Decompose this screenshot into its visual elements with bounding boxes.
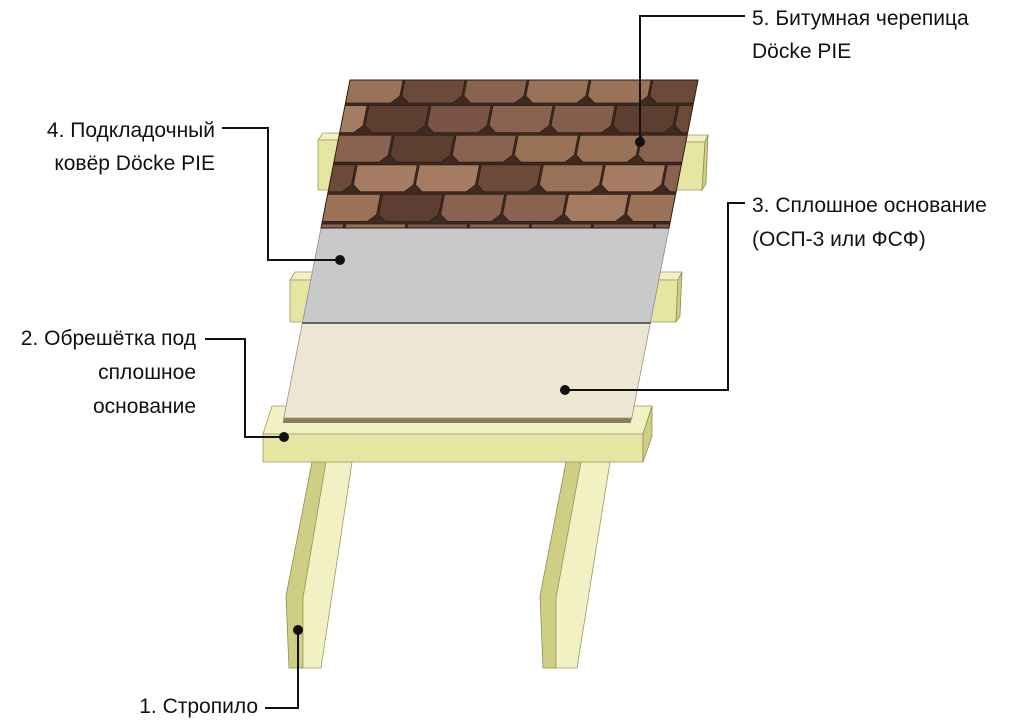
label-shingles-line1: 5. Битумная черепица bbox=[752, 7, 969, 30]
label-batten-line1: 2. Обрешётка под bbox=[21, 327, 196, 350]
leader-shingles bbox=[639, 15, 745, 142]
rafter-left bbox=[285, 461, 353, 669]
batten-end-face bbox=[675, 271, 683, 324]
label-underlay-line2: ковёр Döcke PIE bbox=[54, 152, 215, 175]
underlay-membrane bbox=[301, 227, 670, 324]
deck-osb-board bbox=[283, 322, 651, 419]
marker-deck bbox=[560, 385, 570, 395]
shingle-tab bbox=[465, 223, 531, 228]
leader-underlay bbox=[222, 127, 340, 261]
shingle-tab bbox=[320, 105, 368, 134]
shingle-tab bbox=[527, 223, 593, 228]
batten-main-end-face bbox=[642, 405, 653, 463]
shingle-tab bbox=[389, 134, 455, 163]
shingle-tab bbox=[378, 193, 444, 222]
shingle-tab bbox=[463, 80, 529, 104]
marker-batten bbox=[279, 432, 289, 442]
shingle-tab bbox=[415, 164, 480, 193]
shingle-tab bbox=[539, 164, 604, 193]
shingle-tab bbox=[601, 164, 666, 193]
leader-deck bbox=[565, 202, 745, 391]
shingle-tab bbox=[364, 105, 430, 134]
shingle-tab bbox=[587, 80, 653, 104]
bitumen-shingles bbox=[253, 80, 699, 228]
shingle-tab bbox=[513, 134, 579, 163]
batten-end-face bbox=[701, 134, 709, 192]
shingle-tab bbox=[589, 223, 655, 228]
label-shingles-line2: Döcke PIE bbox=[752, 40, 851, 63]
label-underlay-line1: 4. Подкладочный bbox=[47, 119, 215, 142]
shingle-tab bbox=[253, 194, 318, 221]
shingle-tab bbox=[440, 193, 506, 222]
shingle-tab bbox=[451, 134, 517, 163]
roof-sheet-stack bbox=[253, 79, 699, 423]
shingle-tab bbox=[674, 105, 699, 134]
label-batten-line3: основание bbox=[93, 395, 196, 418]
shingle-tab bbox=[575, 134, 641, 163]
label-deck-line1: 3. Сплошное основание bbox=[752, 194, 987, 217]
shingle-tab bbox=[401, 80, 467, 104]
leader-rafter bbox=[265, 630, 299, 709]
rafter-right bbox=[539, 461, 611, 669]
shingle-edge bbox=[320, 79, 699, 229]
shingle-tab bbox=[426, 105, 492, 134]
shingle-tabs bbox=[253, 80, 699, 228]
shingle-tab bbox=[477, 164, 542, 193]
shingle-tab bbox=[525, 80, 591, 104]
shingle-tab bbox=[353, 164, 418, 193]
shingle-tab bbox=[403, 223, 469, 228]
label-deck-line2: (ОСП-3 или ФСФ) bbox=[752, 228, 926, 251]
shingle-tab bbox=[488, 105, 554, 134]
deck-thickness bbox=[282, 418, 632, 423]
shingle-tab bbox=[502, 193, 568, 222]
batten-main-front-face bbox=[262, 433, 644, 463]
marker-underlay bbox=[335, 255, 345, 265]
marker-rafter bbox=[293, 625, 303, 635]
marker-shingles bbox=[635, 137, 645, 147]
shingle-tab bbox=[341, 223, 407, 228]
label-batten-line2: сплошное bbox=[98, 361, 196, 384]
shingle-tab bbox=[564, 193, 630, 222]
shingle-tab bbox=[320, 223, 345, 228]
shingle-tab bbox=[320, 193, 382, 222]
shingle-tab bbox=[612, 105, 678, 134]
label-rafter: 1. Стропило bbox=[139, 695, 258, 718]
shingle-tab bbox=[626, 193, 692, 222]
shingle-tab bbox=[550, 105, 616, 134]
shingle-tab bbox=[320, 80, 343, 104]
leader-batten bbox=[205, 338, 284, 438]
